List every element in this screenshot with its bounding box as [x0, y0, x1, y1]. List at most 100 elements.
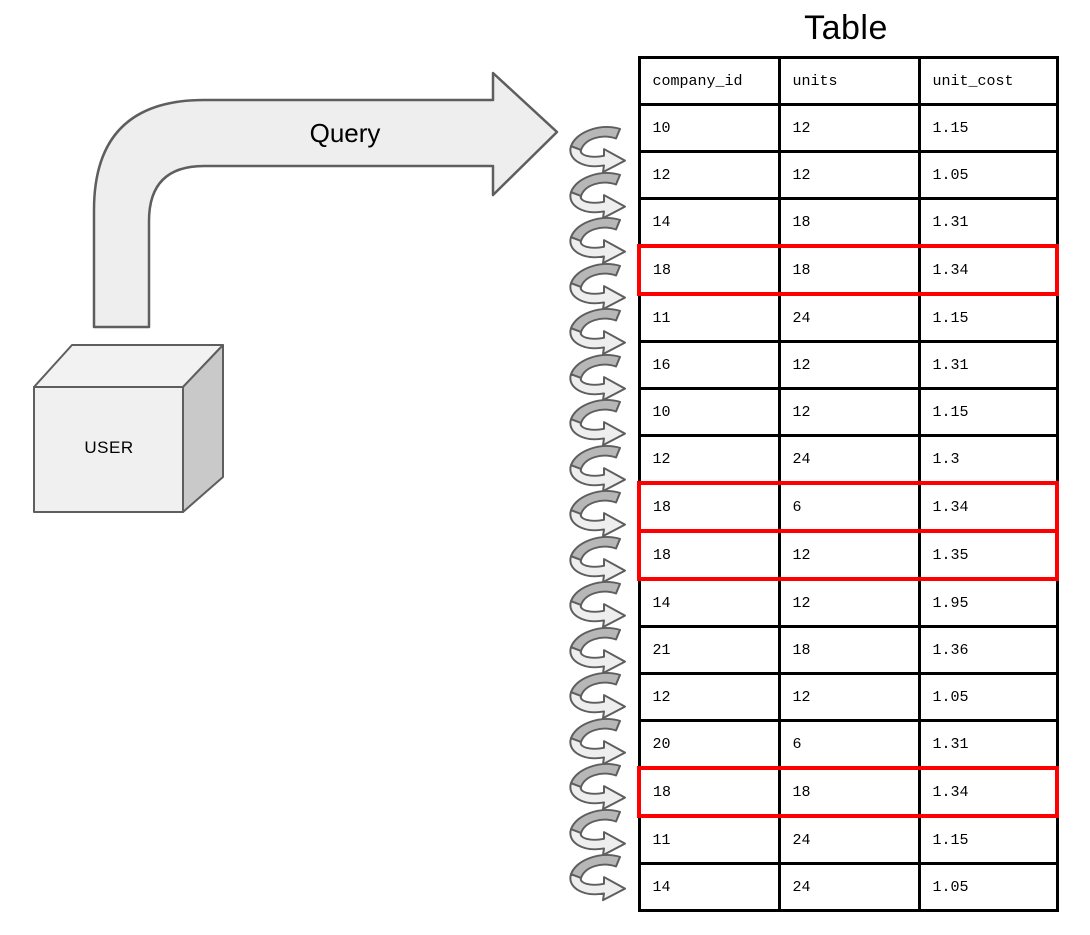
cell-units: 18 [777, 244, 921, 296]
cell-units: 18 [777, 766, 921, 818]
loop-back-band [570, 717, 621, 743]
loop-front-arrow [569, 645, 626, 674]
loop-arrow-icon [569, 171, 626, 219]
table-row: 20 6 1.31 [637, 719, 1059, 770]
cell-units: 18 [777, 625, 921, 675]
cell-unit-cost: 1.35 [917, 529, 1059, 581]
cell-unit-cost: 1.15 [917, 103, 1059, 153]
loop-arrow-icon [569, 854, 626, 902]
cell-units: 12 [777, 577, 921, 628]
header-units: units [777, 56, 921, 106]
table-row: 14 12 1.95 [637, 577, 1059, 628]
table-row: 18 18 1.34 [637, 244, 1059, 296]
table-row: 16 12 1.31 [637, 340, 1059, 390]
cell-company-id: 11 [637, 292, 781, 343]
cell-company-id: 18 [637, 529, 781, 581]
loop-arrow-icon [569, 262, 626, 310]
cell-unit-cost: 1.31 [917, 340, 1059, 390]
cell-units: 6 [777, 481, 921, 533]
loop-arrow-icon [569, 535, 626, 583]
cell-units: 24 [777, 814, 921, 865]
cell-units: 12 [777, 103, 921, 153]
header-company-id: company_id [637, 56, 781, 106]
cell-company-id: 11 [637, 814, 781, 865]
loop-arrow-icon [569, 808, 626, 856]
header-row: company_id units unit_cost [637, 56, 1059, 106]
loop-arrow-icon [569, 308, 626, 356]
table-row: 18 6 1.34 [637, 481, 1059, 533]
table-row: 12 12 1.05 [637, 150, 1059, 200]
table-row: 21 18 1.36 [637, 625, 1059, 675]
cell-unit-cost: 1.34 [917, 244, 1059, 296]
header-unit-cost: unit_cost [917, 56, 1059, 106]
cell-company-id: 18 [637, 481, 781, 533]
cell-company-id: 16 [637, 340, 781, 390]
loop-arrow-icon [569, 126, 626, 174]
cell-company-id: 14 [637, 862, 781, 912]
cell-company-id: 12 [637, 672, 781, 722]
loop-front-arrow [569, 691, 626, 720]
cell-unit-cost: 1.34 [917, 481, 1059, 533]
loop-back-band [570, 535, 621, 561]
query-arrow [92, 71, 559, 329]
loop-front-arrow [569, 372, 626, 401]
table-row: 10 12 1.15 [637, 103, 1059, 153]
loop-front-arrow [569, 463, 626, 492]
loop-arrow-icon [569, 763, 626, 811]
cell-unit-cost: 1.36 [917, 625, 1059, 675]
loop-front-arrow [569, 327, 626, 356]
table-row: 18 12 1.35 [637, 529, 1059, 581]
loop-back-band [570, 262, 621, 288]
query-arrow-shape [92, 71, 559, 329]
loop-arrow-icon [569, 717, 626, 765]
cell-company-id: 18 [637, 244, 781, 296]
cell-unit-cost: 1.15 [917, 387, 1059, 437]
loop-front-arrow [569, 600, 626, 629]
loop-arrow-icon [569, 399, 626, 447]
table-row: 12 12 1.05 [637, 672, 1059, 722]
cell-units: 24 [777, 292, 921, 343]
table-header: company_id units unit_cost [637, 56, 1059, 106]
loop-back-band [570, 808, 621, 834]
loop-back-band [570, 672, 621, 697]
cell-units: 12 [777, 340, 921, 390]
loop-back-band [570, 353, 621, 379]
loop-front-arrow [569, 236, 626, 265]
table-row: 10 12 1.15 [637, 387, 1059, 437]
cell-company-id: 10 [637, 387, 781, 437]
table-row: 14 18 1.31 [637, 197, 1059, 248]
loop-back-band [570, 399, 621, 424]
loop-back-band [570, 171, 621, 197]
loop-arrow-icon [569, 581, 626, 629]
table-row: 14 24 1.05 [637, 862, 1059, 912]
cell-unit-cost: 1.15 [917, 292, 1059, 343]
loop-back-band [570, 763, 621, 788]
user-cube [33, 344, 224, 513]
loop-front-arrow [569, 281, 626, 310]
table-row: 11 24 1.15 [637, 292, 1059, 343]
table-row: 18 18 1.34 [637, 766, 1059, 818]
loop-front-arrow [569, 190, 626, 219]
loop-arrow-icon [569, 353, 626, 401]
loop-front-arrow [569, 554, 626, 583]
cell-units: 12 [777, 529, 921, 581]
loop-arrow-icon [569, 626, 626, 674]
loop-front-arrow [569, 145, 626, 174]
loop-back-band [570, 581, 621, 606]
cell-unit-cost: 1.05 [917, 150, 1059, 200]
loop-back-band [570, 626, 621, 652]
cell-units: 18 [777, 197, 921, 248]
cell-unit-cost: 1.05 [917, 672, 1059, 722]
cell-unit-cost: 1.31 [917, 197, 1059, 248]
table-row: 11 24 1.15 [637, 814, 1059, 865]
cell-company-id: 20 [637, 719, 781, 770]
cell-units: 12 [777, 672, 921, 722]
table-title: Table [804, 9, 888, 47]
cube-front-face [33, 386, 184, 513]
loop-back-band [570, 126, 621, 151]
query-label: Query [309, 118, 381, 148]
cell-unit-cost: 1.95 [917, 577, 1059, 628]
cell-company-id: 12 [637, 434, 781, 485]
table-body: 10 12 1.15 12 12 1.05 14 18 1.31 18 18 1… [637, 103, 1059, 912]
